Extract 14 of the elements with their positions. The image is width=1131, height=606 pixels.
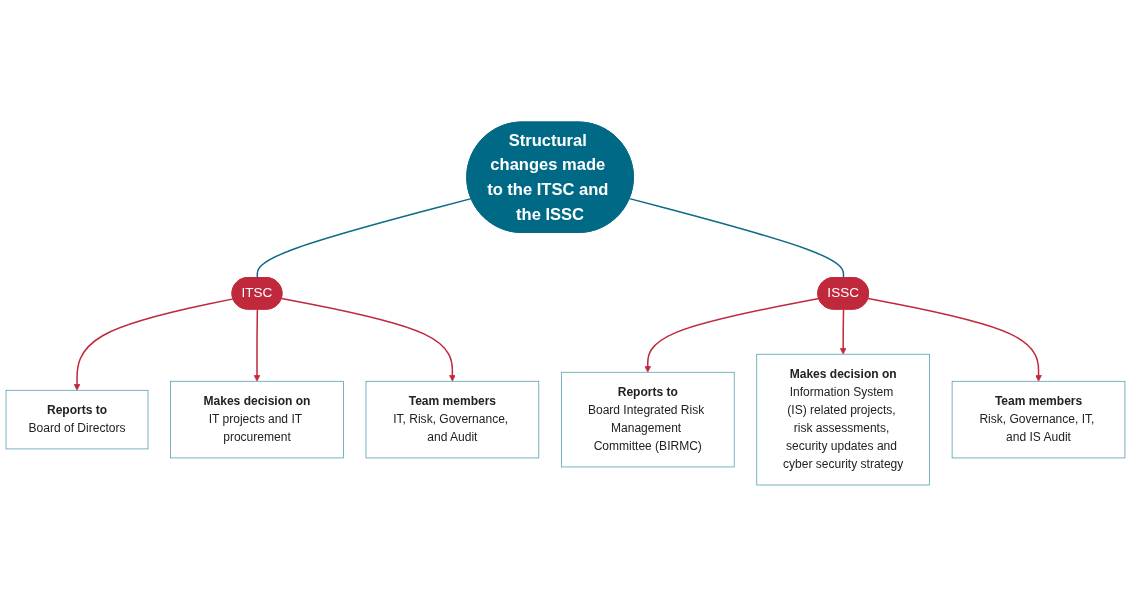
arrow — [280, 297, 456, 382]
arrow — [867, 297, 1042, 382]
node-box: Makes decision on Information System (IS) related projects, risk assessments, security updates and cyber security strategy — [756, 353, 930, 485]
node-box: Team members Risk, Governance, IT, and IS Audit — [951, 380, 1126, 458]
connector — [628, 197, 845, 279]
arrow — [839, 308, 847, 355]
node-box: Team members IT, Risk, Governance, and Audit — [365, 380, 540, 458]
node-box: Reports to Board of Directors — [5, 389, 149, 449]
arrow — [644, 297, 820, 373]
connector — [256, 197, 473, 279]
node-box: Makes decision on IT projects and IT procurement — [170, 380, 344, 458]
node-box: Reports to Board Integrated Risk Management Committee (BIRMC) — [560, 371, 735, 467]
arrow — [73, 297, 234, 391]
arrow — [253, 308, 261, 382]
